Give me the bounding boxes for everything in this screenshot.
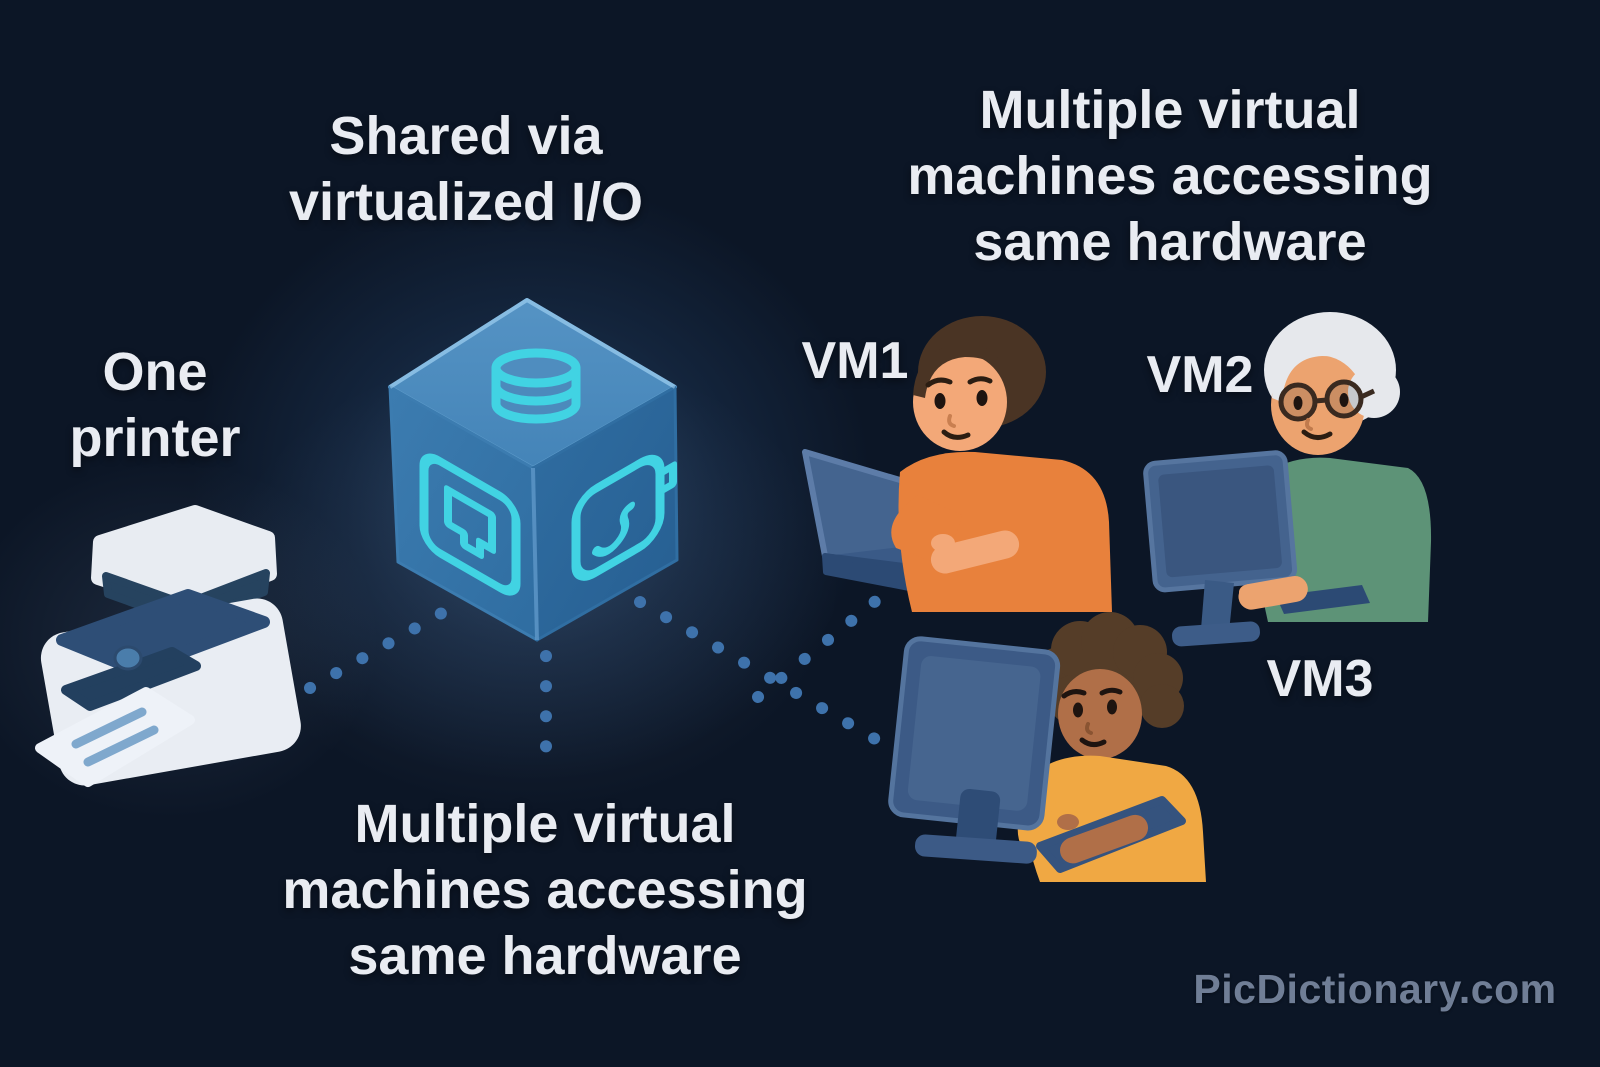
io-cube bbox=[388, 298, 679, 642]
vm1-person bbox=[891, 316, 1112, 612]
vm3-user bbox=[888, 612, 1206, 882]
vm2-user bbox=[1143, 312, 1432, 647]
bottom-line3: same hardware bbox=[348, 925, 742, 986]
monitor-icon bbox=[1143, 450, 1370, 647]
dotted-connections bbox=[304, 580, 912, 778]
bottom-line1: Multiple virtual bbox=[354, 794, 736, 854]
center-title-line2: virtualized I/O bbox=[288, 171, 644, 232]
database-cylinder-icon bbox=[491, 348, 581, 424]
printer-icon bbox=[35, 505, 301, 787]
printer-to-cube-dotted-line bbox=[304, 604, 453, 694]
vm3-label: VM3 bbox=[1266, 650, 1374, 708]
glasses-icon bbox=[1278, 379, 1376, 422]
cube-to-vm3-dotted-line bbox=[634, 596, 912, 763]
watermark: PicDictionary.com bbox=[1193, 966, 1557, 1012]
printed-paper bbox=[35, 687, 195, 787]
one-printer-label: One printer bbox=[30, 340, 280, 472]
vm1-user bbox=[802, 316, 1112, 612]
bottom-label: Multiple virtual machines accessing same… bbox=[265, 792, 825, 990]
vm2-label: VM2 bbox=[1146, 346, 1254, 404]
vm3-person bbox=[1017, 612, 1206, 882]
printer-button bbox=[113, 645, 143, 671]
one-printer-line1: One bbox=[102, 342, 208, 402]
top-right-line2: machines accessing bbox=[907, 145, 1433, 206]
center-title-line1: Shared via bbox=[329, 106, 603, 166]
top-right-label: Multiple virtual machines accessing same… bbox=[890, 78, 1450, 276]
bottom-line2: machines accessing bbox=[282, 859, 808, 920]
cube-to-vm1-dotted-line bbox=[752, 580, 900, 703]
top-right-line1: Multiple virtual bbox=[979, 80, 1361, 140]
cube-right-face bbox=[531, 385, 679, 642]
peripheral-plug-icon bbox=[571, 454, 677, 581]
monitor-back-icon bbox=[888, 636, 1061, 864]
vm1-label: VM1 bbox=[801, 332, 909, 390]
one-printer-line2: printer bbox=[69, 407, 241, 468]
center-title: Shared via virtualized I/O bbox=[236, 104, 696, 236]
ethernet-port-icon bbox=[419, 453, 521, 596]
top-right-line3: same hardware bbox=[973, 211, 1367, 272]
